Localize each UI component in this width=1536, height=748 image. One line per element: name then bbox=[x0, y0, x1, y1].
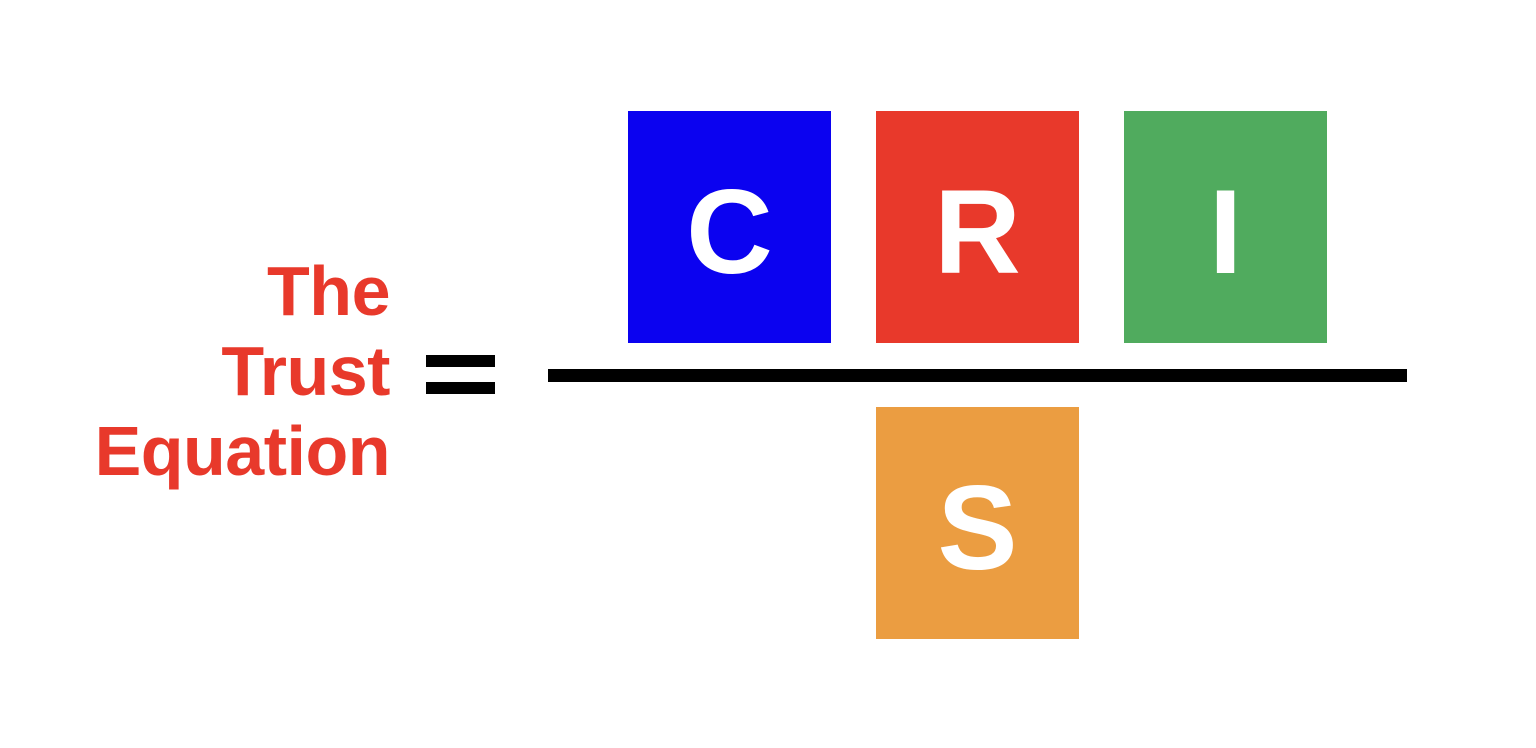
numerator-row: C R I bbox=[628, 111, 1327, 343]
numerator-tile-r: R bbox=[876, 111, 1079, 343]
numerator-tile-c: C bbox=[628, 111, 831, 343]
equals-top-bar bbox=[426, 355, 495, 367]
numerator-tile-i: I bbox=[1124, 111, 1327, 343]
title-line-3: Equation bbox=[94, 412, 391, 490]
equals-bottom-bar bbox=[426, 382, 495, 394]
tile-letter-c: C bbox=[686, 165, 773, 299]
title-line-2: Trust bbox=[221, 332, 390, 410]
denominator-tile-s: S bbox=[876, 407, 1079, 639]
tile-letter-s: S bbox=[937, 461, 1018, 595]
tile-letter-r: R bbox=[934, 165, 1021, 299]
denominator-row: S bbox=[876, 407, 1079, 639]
fraction: C R I S bbox=[548, 111, 1407, 639]
equals-sign: = bbox=[426, 355, 495, 394]
diagram-title: The Trust Equation bbox=[80, 251, 391, 491]
title-line-1: The bbox=[267, 252, 390, 330]
fraction-bar bbox=[548, 369, 1407, 382]
tile-letter-i: I bbox=[1208, 165, 1243, 299]
